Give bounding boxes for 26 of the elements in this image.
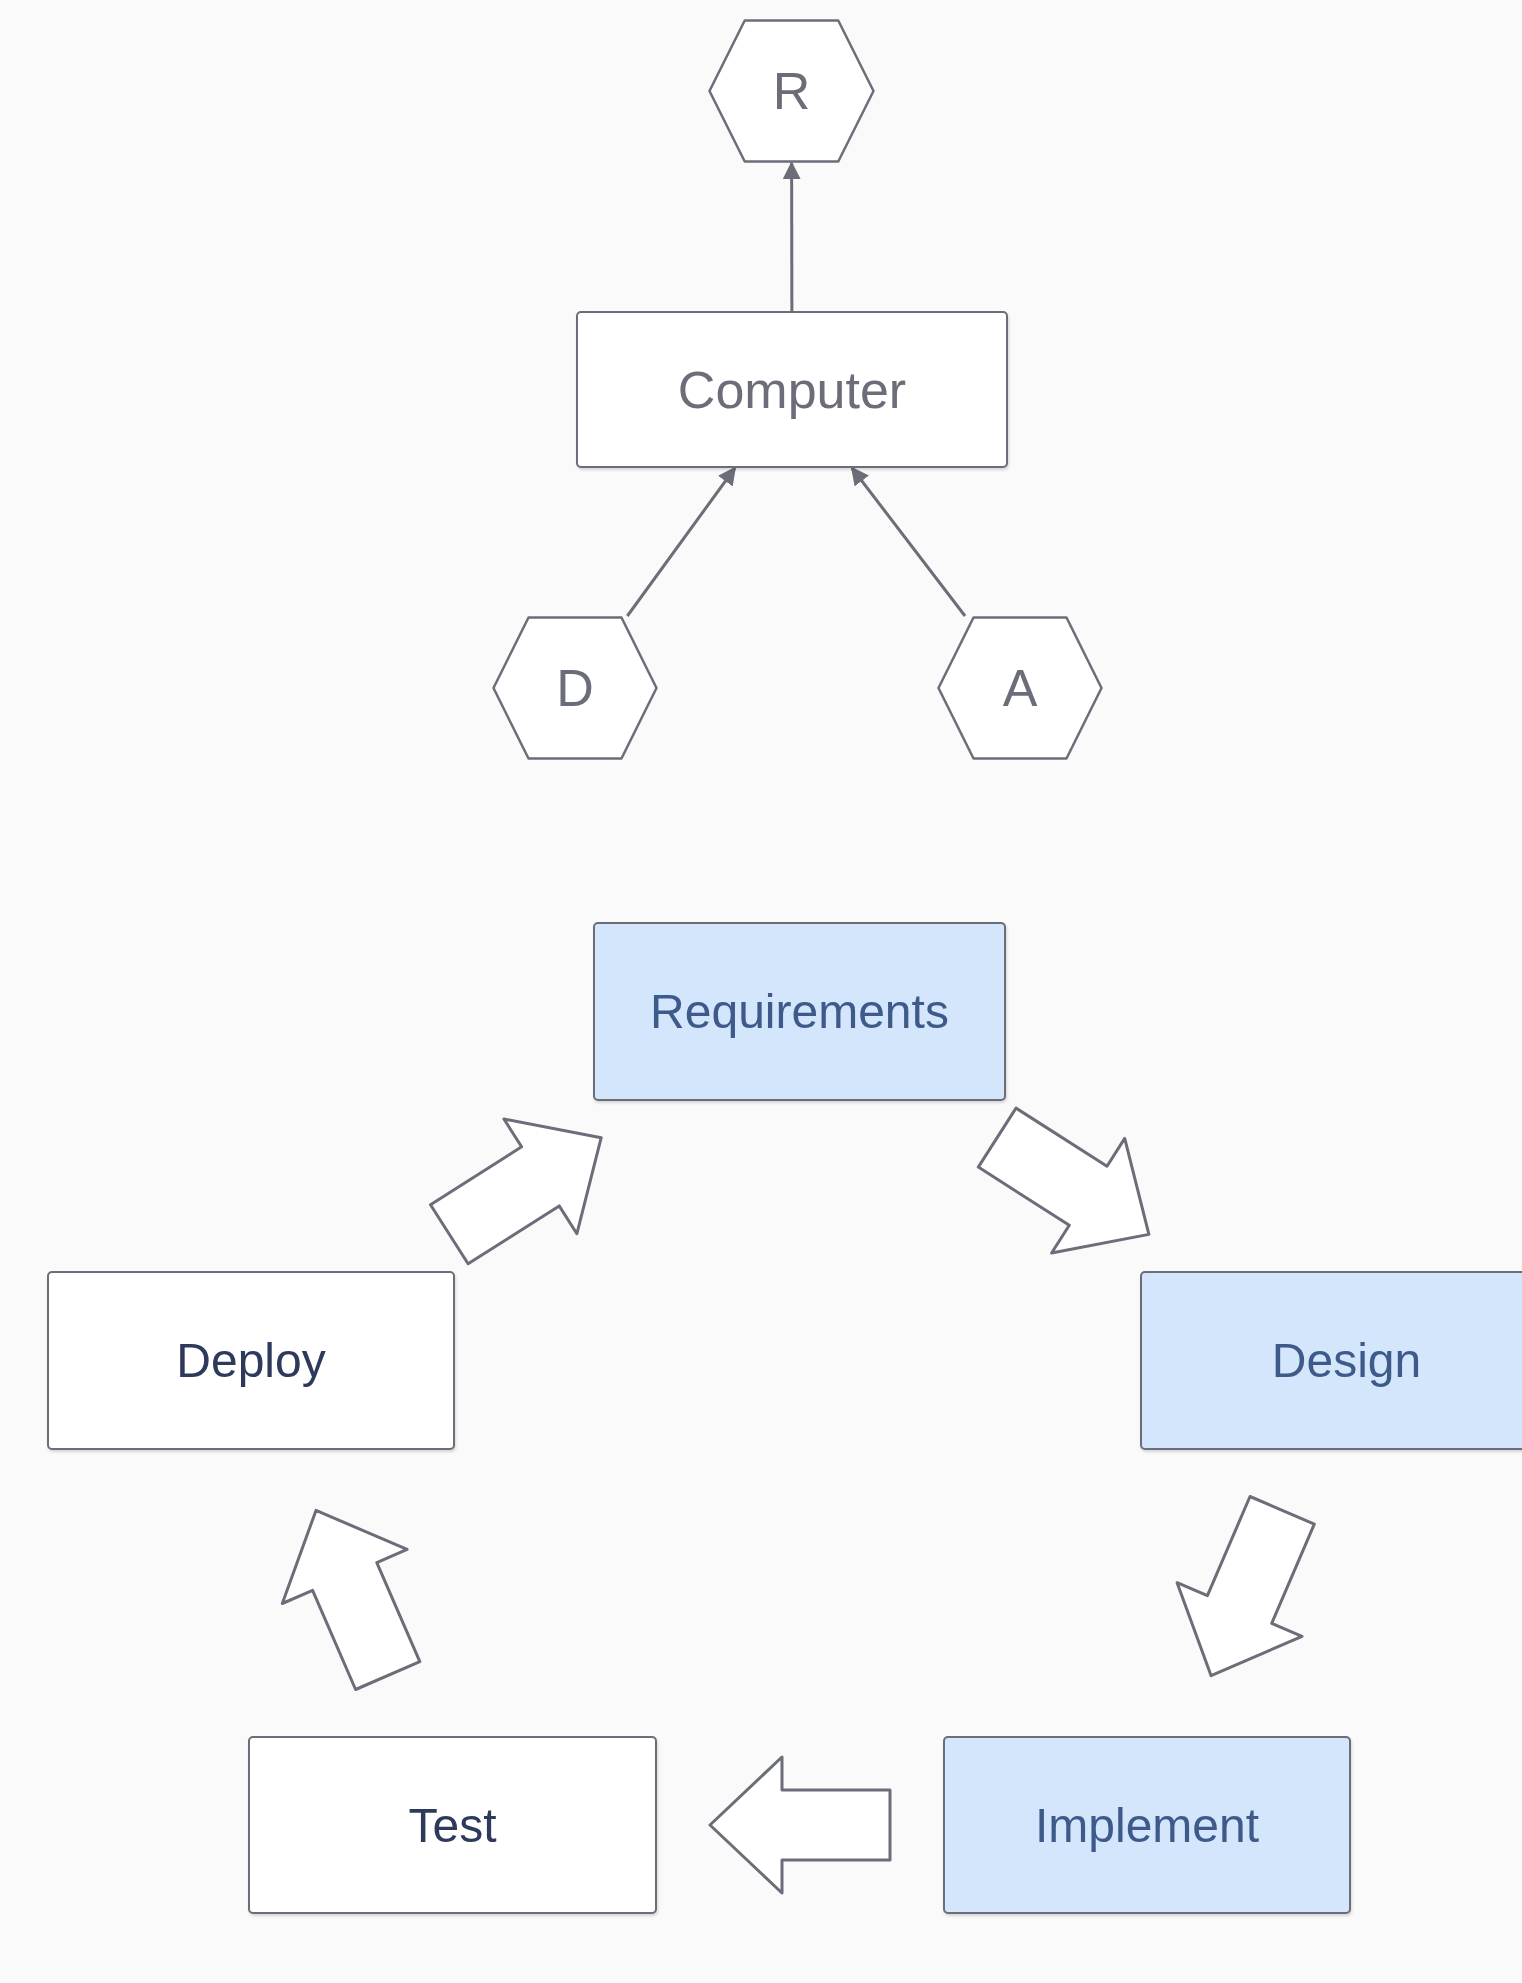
block-arrow [280, 1508, 422, 1691]
process-box [1140, 1271, 1522, 1450]
hexagon-node [708, 19, 875, 163]
node-label: Deploy [176, 1333, 326, 1388]
node-label: D [556, 658, 594, 718]
block-arrow [708, 1755, 892, 1895]
node-label: Implement [1034, 1797, 1260, 1853]
arrow [782, 161, 801, 311]
hexagon-node [492, 616, 658, 760]
process-box [593, 922, 1006, 1101]
block-arrow [429, 1117, 603, 1266]
block-arrow [1175, 1495, 1316, 1678]
process-box [576, 311, 1008, 468]
process-box [248, 1736, 657, 1914]
process-box [943, 1736, 1351, 1914]
node-label: Test [408, 1797, 497, 1853]
block-arrow [976, 1106, 1151, 1255]
node-label: Computer [677, 359, 907, 420]
node-label: Requirements [650, 984, 949, 1039]
node-label: Design [1271, 1333, 1422, 1388]
node-label: R [772, 61, 811, 121]
arrow [626, 466, 737, 617]
arrow [850, 466, 967, 617]
process-box [47, 1271, 455, 1450]
hexagon-node [937, 616, 1103, 760]
node-label: A [1002, 658, 1038, 718]
